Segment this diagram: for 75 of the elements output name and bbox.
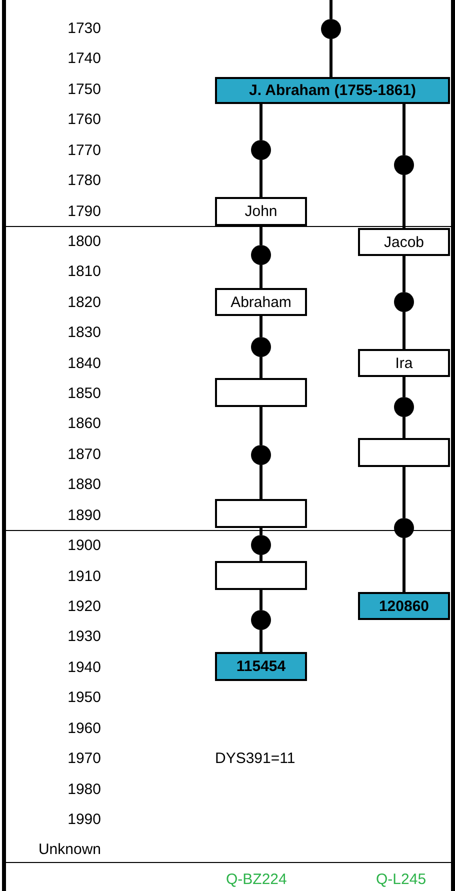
connector-line <box>260 357 262 378</box>
year-label: 1800 <box>68 232 101 251</box>
person-box: Jacob <box>358 228 450 256</box>
year-label: 1820 <box>68 294 101 312</box>
year-label: 1760 <box>68 111 101 130</box>
connector-line <box>260 316 262 337</box>
connector-line <box>260 104 262 140</box>
dot-marker <box>251 337 271 357</box>
connector-line <box>402 417 406 438</box>
person-box: Abraham <box>215 288 307 316</box>
connector-line <box>402 538 406 592</box>
year-label: 1910 <box>68 568 101 586</box>
marker-note: DYS391=11 <box>215 750 296 768</box>
connector-line <box>402 312 406 349</box>
dot-marker <box>251 610 271 630</box>
dot-marker <box>251 445 271 465</box>
empty-box <box>215 378 307 407</box>
connector-line <box>260 160 262 197</box>
connector-line <box>402 104 406 155</box>
connector-line <box>402 175 406 228</box>
year-label: 1780 <box>68 172 101 190</box>
year-label: Unknown <box>38 841 101 859</box>
connector-line <box>260 555 262 561</box>
person-box: John <box>215 197 307 226</box>
year-label: 1750 <box>68 80 101 99</box>
connector-line <box>260 630 262 652</box>
year-label: 1790 <box>68 202 101 221</box>
dot-marker <box>251 245 271 265</box>
connector-line <box>260 528 262 535</box>
person-box: Ira <box>358 349 450 377</box>
year-label: 1880 <box>68 476 101 494</box>
dot-marker <box>394 292 414 312</box>
year-label: 1890 <box>68 506 101 525</box>
year-label: 1870 <box>68 446 101 464</box>
connector-line <box>330 39 332 77</box>
connector-line <box>402 377 406 397</box>
year-label: 1930 <box>68 628 101 646</box>
dot-marker <box>251 140 271 160</box>
year-label: 1840 <box>68 354 101 373</box>
dot-marker <box>394 397 414 417</box>
person-box: 115454 <box>215 652 307 681</box>
haplogroup-label: Q-BZ224 <box>226 871 287 889</box>
connector-line <box>260 465 262 499</box>
connector-line <box>260 590 262 610</box>
year-label: 1940 <box>68 658 101 677</box>
connector-line <box>402 256 406 292</box>
person-box: J. Abraham (1755-1861) <box>215 77 450 104</box>
year-label: 1900 <box>68 537 101 556</box>
year-label: 1990 <box>68 810 101 829</box>
year-label: 1770 <box>68 142 101 160</box>
year-label: 1810 <box>68 263 101 282</box>
empty-box <box>358 438 450 467</box>
dot-marker <box>321 19 341 39</box>
dot-marker <box>394 155 414 175</box>
year-label: 1850 <box>68 385 101 404</box>
connector-line <box>260 407 262 445</box>
year-label: 1960 <box>68 720 101 738</box>
person-box: 120860 <box>358 592 450 620</box>
year-label: 1980 <box>68 780 101 798</box>
year-label: 1970 <box>68 750 101 768</box>
dot-marker <box>394 518 414 538</box>
connector-line <box>402 467 406 518</box>
haplogroup-label: Q-L245 <box>376 871 426 889</box>
year-label: 1740 <box>68 50 101 68</box>
year-label: 1830 <box>68 324 101 342</box>
connector-line <box>260 226 262 245</box>
connector-line <box>330 0 332 19</box>
connector-line <box>260 265 262 288</box>
dot-marker <box>251 535 271 555</box>
year-label: 1920 <box>68 598 101 616</box>
year-label: 1730 <box>68 20 101 38</box>
year-label: 1860 <box>68 415 101 434</box>
empty-box <box>215 561 307 590</box>
empty-box <box>215 499 307 528</box>
year-label: 1950 <box>68 689 101 708</box>
